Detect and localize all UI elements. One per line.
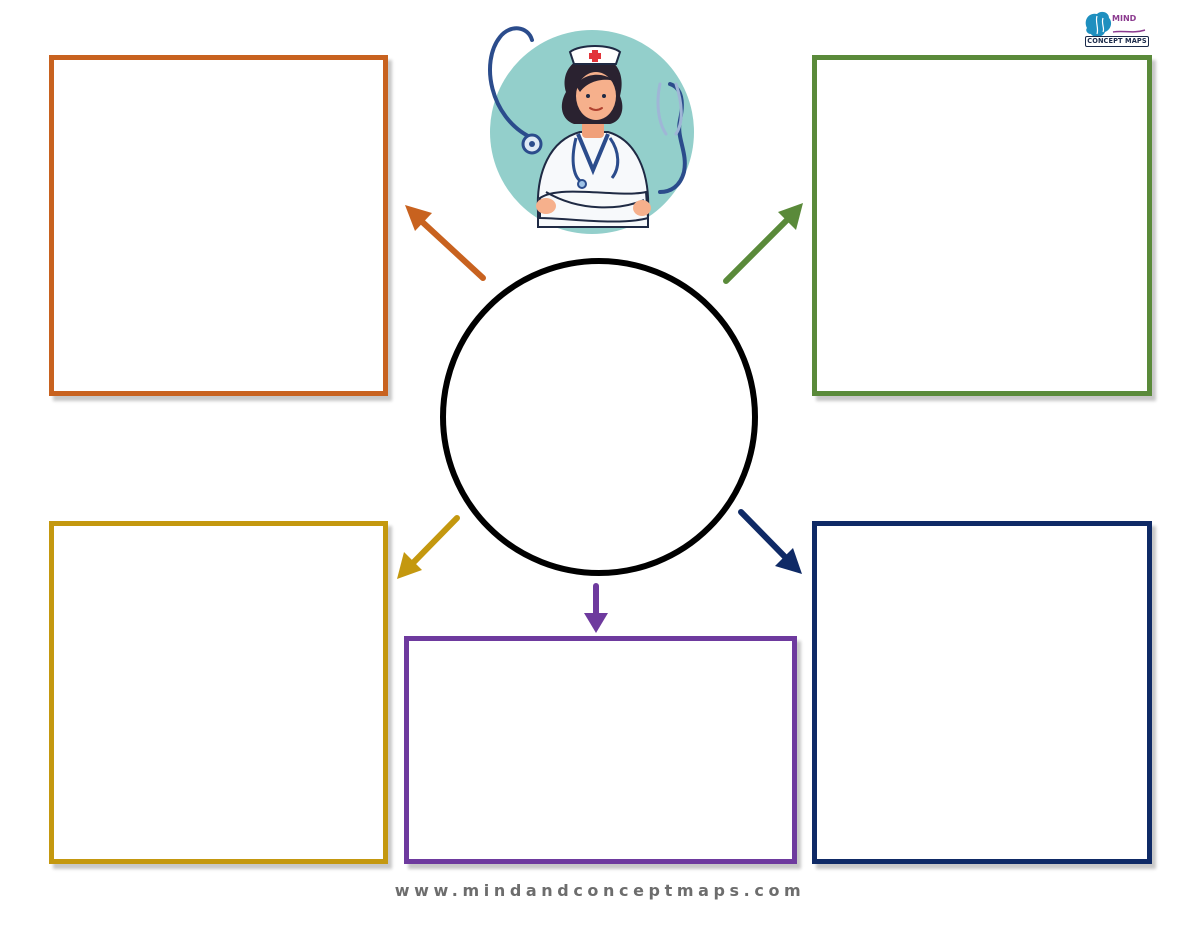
central-topic-circle xyxy=(440,258,758,576)
footer-website-url: www.mindandconceptmaps.com xyxy=(394,881,806,900)
nurse-with-stethoscope-icon xyxy=(488,26,694,234)
concept-box-top-left xyxy=(49,55,388,396)
brain-icon xyxy=(1085,11,1146,37)
arrow-to-bottom-right xyxy=(738,509,802,574)
arrow-to-bottom-left xyxy=(397,515,460,579)
logo-word-bottom: CONCEPT MAPS xyxy=(1085,36,1149,47)
concept-box-bottom-center xyxy=(404,636,797,864)
arrow-to-bottom-center xyxy=(584,583,608,633)
arrow-to-top-right xyxy=(723,203,803,284)
concept-box-bottom-right xyxy=(812,521,1152,864)
concept-box-bottom-left xyxy=(49,521,388,864)
logo-word-top: MIND xyxy=(1112,14,1137,23)
concept-box-top-right xyxy=(812,55,1152,396)
